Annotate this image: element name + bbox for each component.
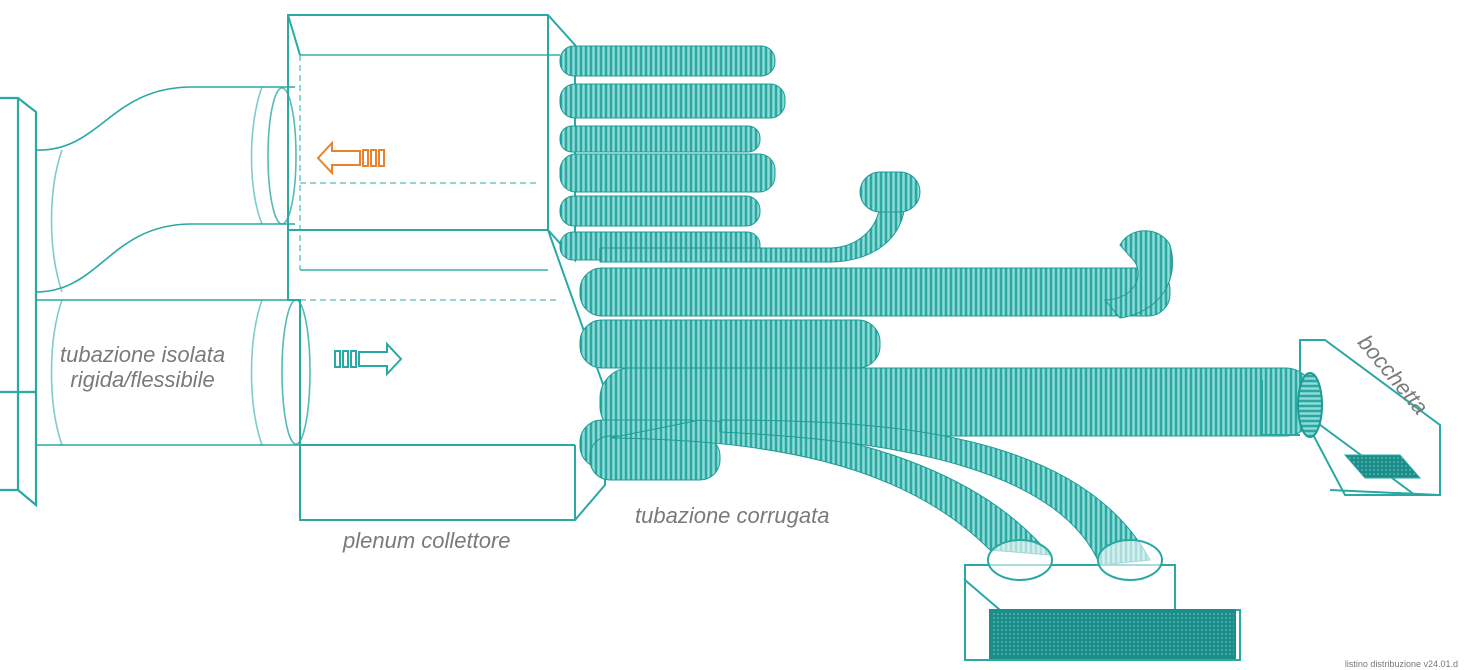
insulated-duct-upper	[35, 86, 297, 293]
insulated-duct-label-line2: rigida/flessibile	[70, 367, 215, 392]
left-arrow-icon	[316, 140, 385, 176]
insulated-duct-label: tubazione isolata rigida/flessibile	[60, 342, 225, 392]
ventilation-unit	[0, 96, 38, 508]
floor-grille	[964, 539, 1241, 661]
document-code: listino distribuzione v24.01.d	[1344, 659, 1458, 669]
corrugated-duct-label: tubazione corrugata	[635, 503, 830, 528]
right-arrow-icon	[334, 341, 403, 377]
insulated-duct-lower	[36, 299, 311, 446]
corrugated-pipe-bundle	[559, 45, 1316, 566]
insulated-duct-label-line1: tubazione isolata	[60, 342, 226, 367]
outlet-box	[1261, 339, 1441, 496]
plenum-label: plenum collettore	[343, 528, 511, 553]
plenum-collector	[287, 14, 606, 521]
